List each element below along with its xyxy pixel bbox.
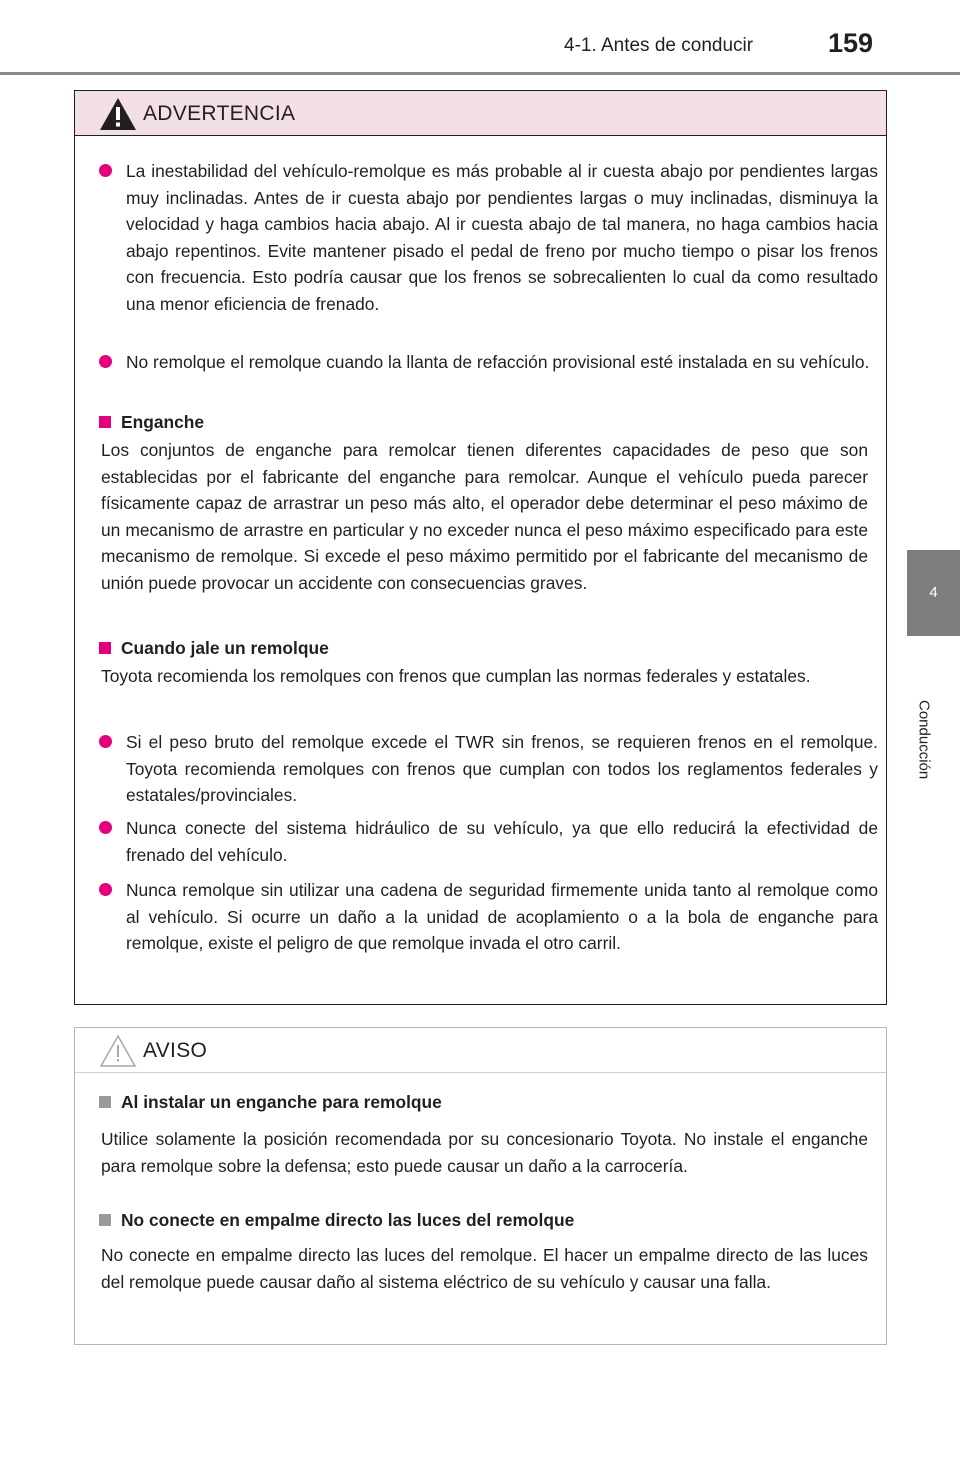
square-bullet-icon	[99, 416, 111, 428]
cuando-bullet: Si el peso bruto del remolque excede el …	[99, 729, 889, 809]
cuando-heading-text: Cuando jale un remolque	[121, 638, 329, 658]
notice-box: AVISO Al instalar un enganche para remol…	[74, 1027, 887, 1345]
warning-box: ADVERTENCIA La inestabilidad del vehícul…	[74, 90, 887, 1005]
bullet-dot-icon	[99, 883, 112, 896]
cuando-bullet: Nunca conecte del sistema hidráulico de …	[99, 815, 889, 868]
cuando-bullet: Nunca remolque sin utilizar una cadena d…	[99, 877, 889, 957]
square-bullet-icon	[99, 642, 111, 654]
enganche-heading: Enganche	[99, 412, 204, 433]
warning-bullet: La inestabilidad del vehículo-remolque e…	[99, 158, 889, 317]
notice-text: No conecte en empalme directo las luces …	[101, 1245, 868, 1292]
caution-triangle-icon	[99, 1034, 137, 1067]
bullet-dot-icon	[99, 821, 112, 834]
section-title: 4-1. Antes de conducir	[564, 35, 754, 56]
notice-header: AVISO	[75, 1028, 886, 1073]
cuando-bullet-text: Nunca remolque sin utilizar una cadena d…	[126, 880, 878, 953]
warning-bullet: No remolque el remolque cuando la llanta…	[99, 349, 889, 376]
warning-triangle-icon	[100, 98, 136, 130]
cuando-bullet-text: Si el peso bruto del remolque excede el …	[126, 732, 878, 805]
chapter-tab: 4	[907, 550, 960, 636]
warning-bullet-text: No remolque el remolque cuando la llanta…	[126, 352, 870, 372]
warning-bullet-text: La inestabilidad del vehículo-remolque e…	[126, 161, 878, 314]
enganche-text: Los conjuntos de enganche para remolcar …	[101, 440, 868, 593]
cuando-bullet-text: Nunca conecte del sistema hidráulico de …	[126, 818, 878, 865]
bullet-dot-icon	[99, 735, 112, 748]
bullet-dot-icon	[99, 355, 112, 368]
notice-heading: No conecte en empalme directo las luces …	[99, 1210, 574, 1231]
enganche-heading-text: Enganche	[121, 412, 205, 432]
notice-heading-text: Al instalar un enganche para remolque	[121, 1092, 442, 1112]
notice-title: AVISO	[143, 1039, 208, 1062]
notice-heading-text: No conecte en empalme directo las luces …	[121, 1210, 575, 1230]
square-bullet-icon	[99, 1096, 111, 1108]
warning-title: ADVERTENCIA	[143, 102, 296, 125]
notice-text: Utilice solamente la posición recomendad…	[101, 1129, 868, 1176]
header-rule	[0, 72, 960, 75]
warning-header: ADVERTENCIA	[75, 91, 886, 136]
page-number: 159	[828, 28, 874, 58]
bullet-dot-icon	[99, 164, 112, 177]
cuando-text: Toyota recomienda los remolques con fren…	[101, 666, 811, 686]
chapter-label-text: Conducción	[915, 700, 933, 780]
notice-heading: Al instalar un enganche para remolque	[99, 1092, 442, 1113]
square-bullet-icon	[99, 1214, 111, 1226]
cuando-heading: Cuando jale un remolque	[99, 638, 329, 659]
